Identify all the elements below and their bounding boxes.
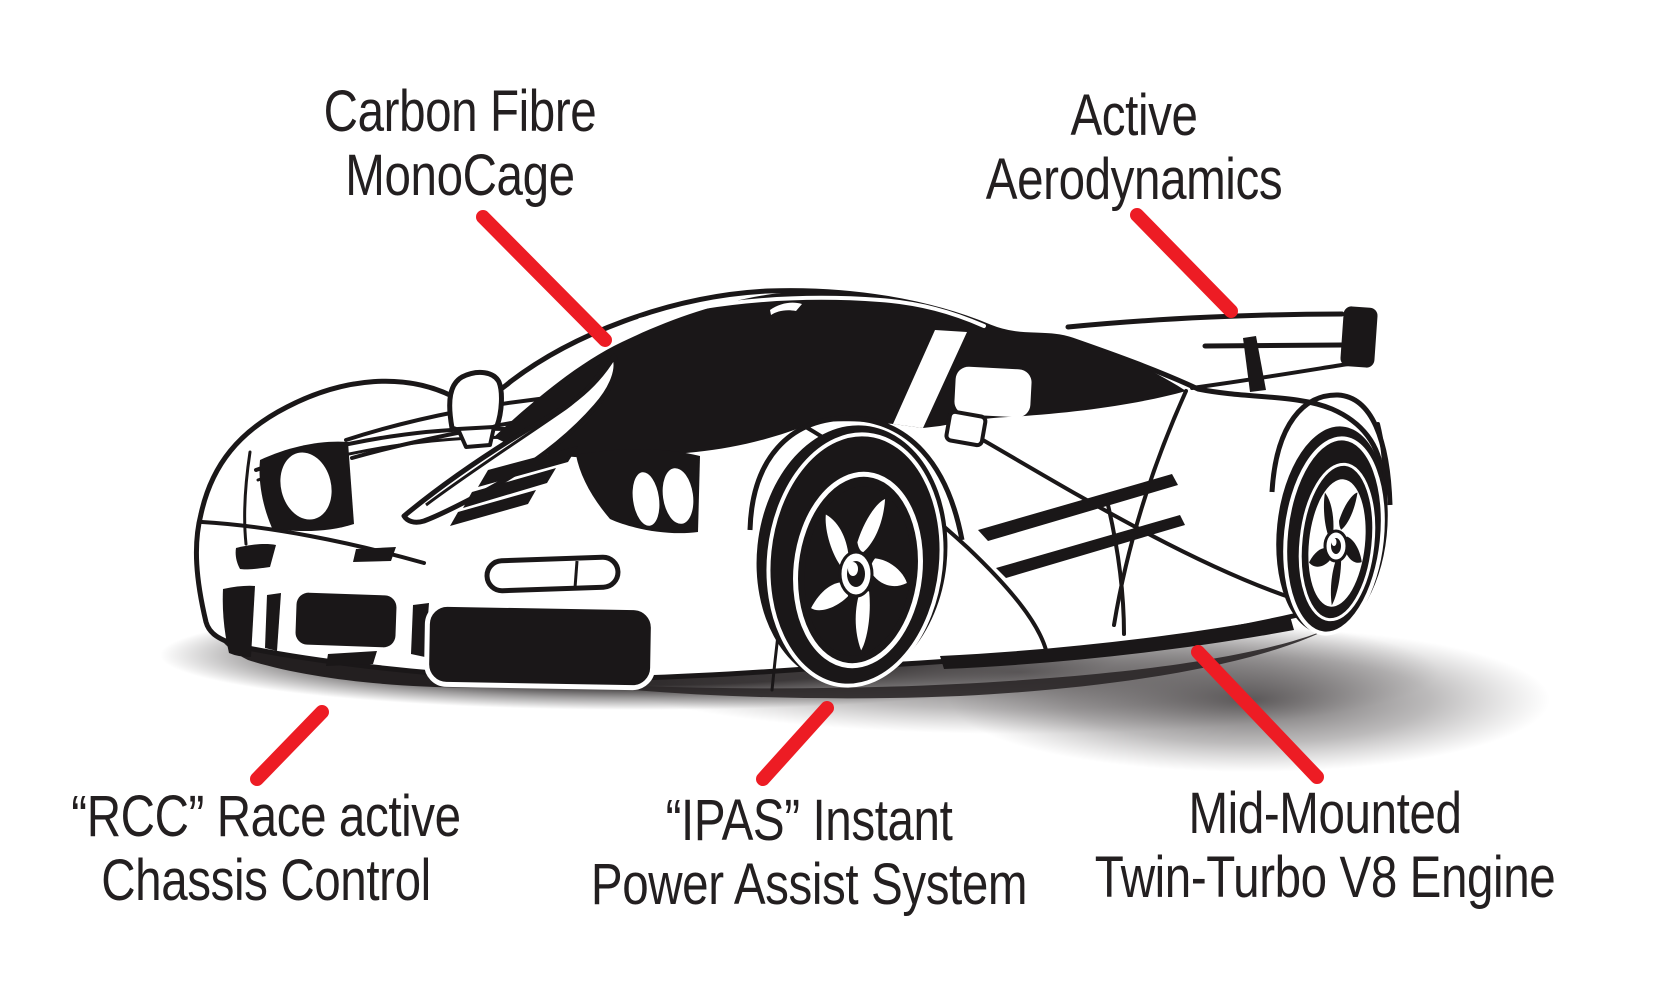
label-active-aerodynamics: Active Aerodynamics — [985, 83, 1283, 212]
label-line: Carbon Fibre — [323, 79, 597, 144]
label-rcc-race-active-chassis-control: “RCC” Race active Chassis Control — [71, 784, 461, 913]
callout-line-active-aero — [1130, 208, 1238, 318]
callout-line-monocage — [476, 210, 612, 347]
label-line: “RCC” Race active — [71, 784, 461, 849]
side-gill-vent — [235, 544, 276, 570]
vent-window — [944, 409, 988, 448]
label-line: MonoCage — [345, 143, 575, 208]
b-pillar — [893, 330, 967, 428]
windshield-canopy — [494, 291, 1186, 458]
label-line: “IPAS” Instant — [665, 788, 953, 853]
callout-line-rcc — [250, 705, 329, 786]
label-line: Twin-Turbo V8 Engine — [1094, 845, 1556, 910]
hood-vent — [401, 353, 619, 526]
label-ipas-instant-power-assist: “IPAS” Instant Power Assist System — [590, 788, 1028, 917]
label-line: Power Assist System — [590, 852, 1028, 917]
roofline-highlight — [638, 295, 986, 328]
label-line: Aerodynamics — [985, 147, 1283, 212]
label-line: Chassis Control — [101, 848, 431, 913]
label-carbon-fibre-monocage: Carbon Fibre MonoCage — [324, 80, 597, 208]
quarter-window — [954, 366, 1032, 418]
callout-lines — [250, 208, 1324, 786]
left-grille — [295, 592, 397, 648]
callout-line-engine — [1191, 645, 1324, 784]
left-headlight — [280, 452, 332, 520]
wing-endplate — [1340, 306, 1378, 368]
front-wheel — [766, 432, 944, 688]
headlights — [259, 441, 700, 534]
front-bumper — [222, 544, 656, 691]
rear-wheel — [1283, 436, 1385, 636]
center-grille — [424, 601, 656, 691]
rear-fender-arc — [1269, 392, 1393, 506]
wing-strut — [1243, 336, 1266, 392]
front-fender-arc — [747, 415, 965, 541]
label-mid-mounted-twin-turbo-v8: Mid-Mounted Twin-Turbo V8 Engine — [1095, 782, 1556, 910]
right-headlight-inner — [632, 472, 660, 526]
callout-line-ipas — [756, 701, 834, 786]
label-line: Active — [1070, 83, 1198, 148]
label-line: Mid-Mounted — [1188, 781, 1462, 846]
side-mirror — [447, 369, 504, 449]
rear-wing — [1065, 306, 1378, 392]
fog-light — [484, 554, 621, 594]
right-headlight-outer — [662, 468, 694, 524]
